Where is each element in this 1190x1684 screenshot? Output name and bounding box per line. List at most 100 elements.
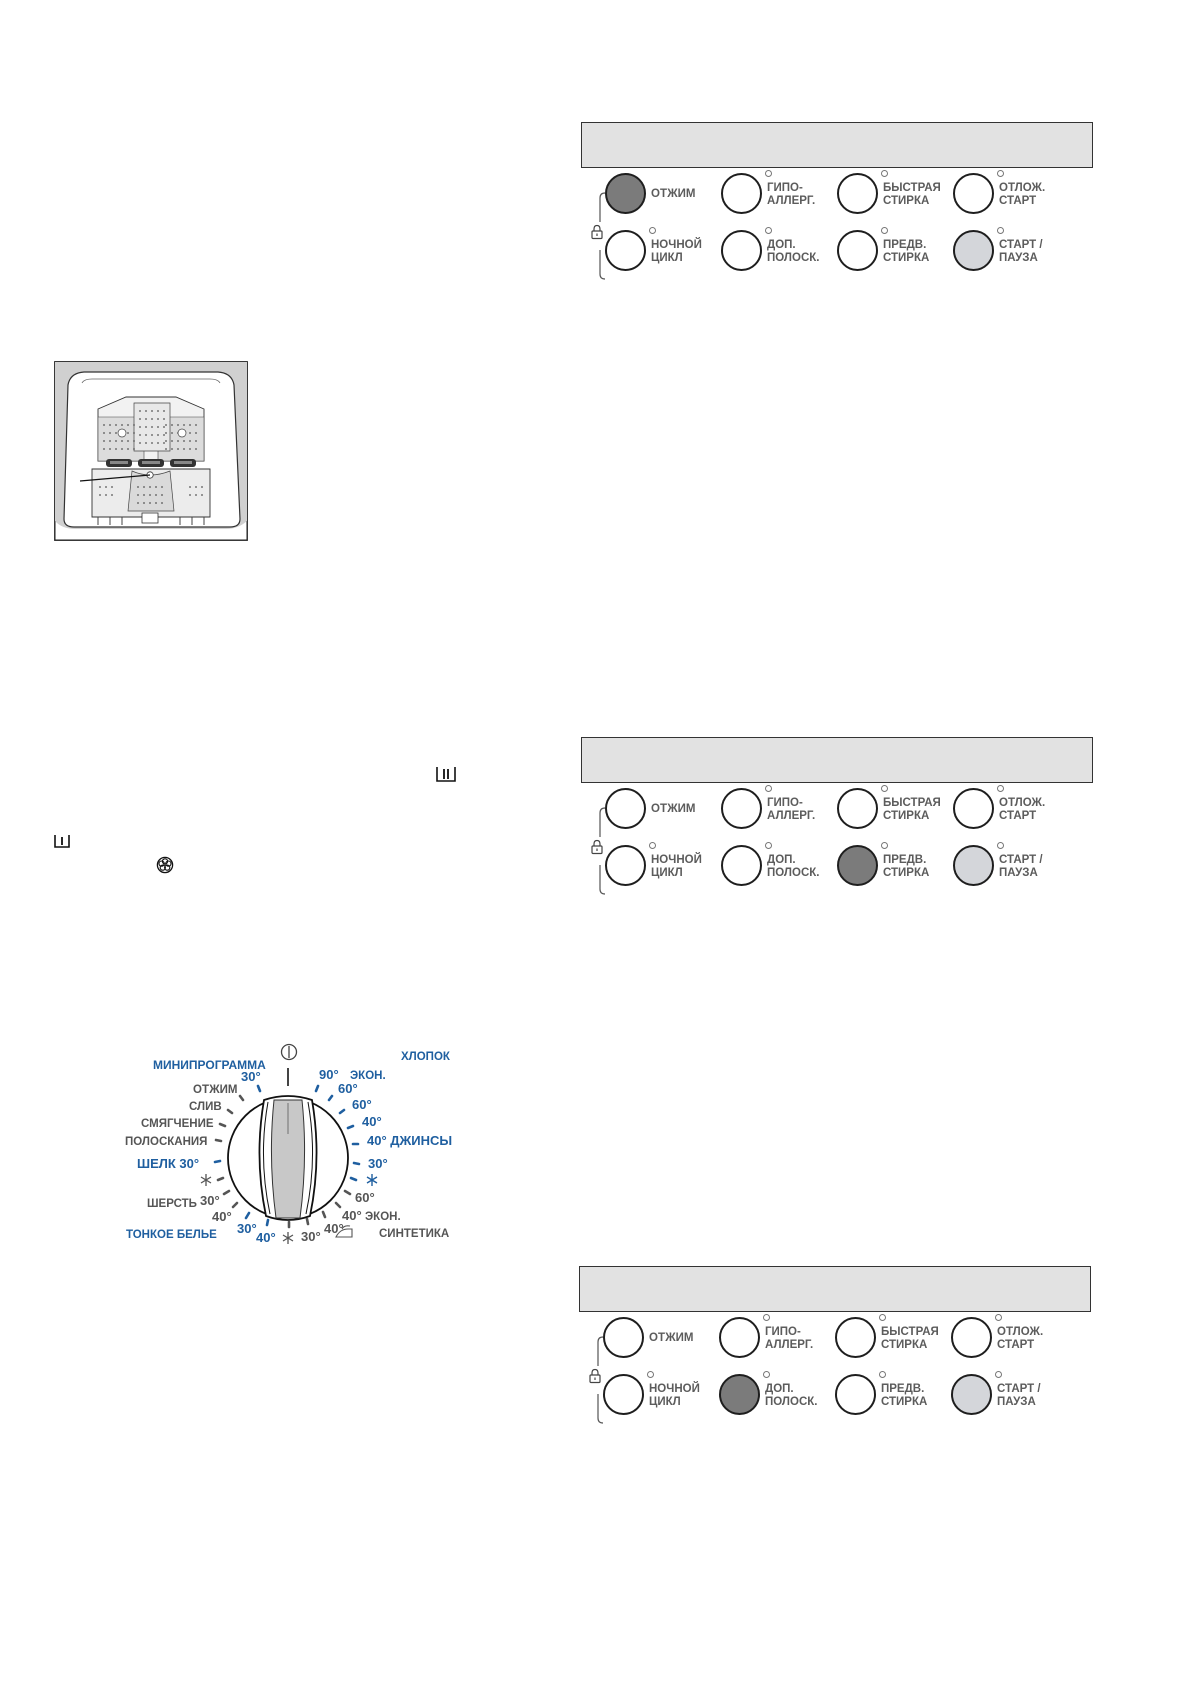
night-indicator-led bbox=[649, 842, 656, 849]
child-lock-icon bbox=[589, 1368, 601, 1384]
prewash-button[interactable] bbox=[835, 1374, 876, 1415]
rinse-indicator-led bbox=[765, 842, 772, 849]
prewash-label: ПРЕДВ. СТИРКА bbox=[883, 239, 930, 264]
prewash-label: ПРЕДВ. СТИРКА bbox=[881, 1383, 928, 1408]
start-button[interactable] bbox=[953, 230, 994, 271]
start-label: СТАРТ / ПАУЗА bbox=[999, 854, 1043, 879]
dial-label-cotton: ХЛОПОК bbox=[401, 1051, 451, 1063]
spin-button[interactable] bbox=[603, 1317, 644, 1358]
child-lock-bracket bbox=[599, 807, 606, 895]
delay-indicator-led bbox=[995, 1314, 1002, 1321]
dial-knob-grip bbox=[270, 1099, 306, 1219]
start-indicator-led bbox=[997, 227, 1004, 234]
dial-label-cotton-econ: ЭКОН. bbox=[350, 1070, 386, 1082]
dial-label-spin: ОТЖИМ bbox=[193, 1084, 238, 1096]
delay-button[interactable] bbox=[953, 788, 994, 829]
quick-button[interactable] bbox=[837, 173, 878, 214]
night-label: НОЧНОЙ ЦИКЛ bbox=[649, 1383, 700, 1408]
night-indicator-led bbox=[649, 227, 656, 234]
prewash-button[interactable] bbox=[837, 230, 878, 271]
quick-indicator-led bbox=[881, 785, 888, 792]
spin-button[interactable] bbox=[605, 173, 646, 214]
delay-indicator-led bbox=[997, 170, 1004, 177]
rinse-button[interactable] bbox=[721, 845, 762, 886]
dial-label-delicate-30: 30° bbox=[237, 1221, 257, 1236]
rinse-label: ДОП. ПОЛОСК. bbox=[767, 854, 820, 879]
hypo-indicator-led bbox=[765, 170, 772, 177]
dial-label-synthetic-60: 60° bbox=[355, 1190, 375, 1205]
start-indicator-led bbox=[995, 1371, 1002, 1378]
dial-label-jeans: 40° ДЖИНСЫ bbox=[367, 1133, 452, 1148]
hypo-indicator-led bbox=[765, 785, 772, 792]
dial-label-delicate-40: 40° bbox=[256, 1230, 276, 1245]
program-dial: МИНИПРОГРАММА 30° ШЕЛК 30° ТОНКОЕ БЕЛЬЕ … bbox=[118, 1040, 468, 1270]
start-button[interactable] bbox=[953, 845, 994, 886]
hypo-label: ГИПО- АЛЛЕРГ. bbox=[765, 1326, 814, 1351]
hypo-button[interactable] bbox=[721, 788, 762, 829]
cold-wash-icon bbox=[282, 1232, 294, 1244]
dial-label-cotton-90: 90° bbox=[319, 1067, 339, 1082]
quick-indicator-led bbox=[879, 1314, 886, 1321]
delay-button[interactable] bbox=[951, 1317, 992, 1358]
child-lock-icon bbox=[591, 839, 603, 855]
quick-indicator-led bbox=[881, 170, 888, 177]
cold-wash-icon bbox=[366, 1174, 378, 1186]
delay-label: ОТЛОЖ. СТАРТ bbox=[999, 182, 1046, 207]
prewash-indicator-led bbox=[879, 1371, 886, 1378]
dial-label-synthetic-econ: ЭКОН. bbox=[365, 1211, 401, 1223]
dial-label-delicate: ТОНКОЕ БЕЛЬЕ bbox=[126, 1229, 217, 1241]
dial-label-wool-30: 30° bbox=[200, 1193, 220, 1208]
night-label: НОЧНОЙ ЦИКЛ bbox=[651, 239, 702, 264]
prewash-indicator-led bbox=[881, 842, 888, 849]
dial-label-wool-40: 40° bbox=[212, 1209, 232, 1224]
dial-label-silk: ШЕЛК 30° bbox=[137, 1156, 199, 1171]
hypo-label: ГИПО- АЛЛЕРГ. bbox=[767, 182, 816, 207]
display-window bbox=[581, 737, 1093, 783]
rinse-label: ДОП. ПОЛОСК. bbox=[767, 239, 820, 264]
dial-label-synthetics: СИНТЕТИКА bbox=[379, 1228, 449, 1240]
iron-icon bbox=[335, 1225, 353, 1238]
night-button[interactable] bbox=[603, 1374, 644, 1415]
quick-button[interactable] bbox=[835, 1317, 876, 1358]
prewash-button[interactable] bbox=[837, 845, 878, 886]
dial-label-mini-30: 30° bbox=[241, 1069, 261, 1084]
night-button[interactable] bbox=[605, 845, 646, 886]
delay-button[interactable] bbox=[953, 173, 994, 214]
spin-button[interactable] bbox=[605, 788, 646, 829]
prewash-indicator-led bbox=[881, 227, 888, 234]
dial-label-miniprogram: МИНИПРОГРАММА bbox=[153, 1058, 266, 1072]
dial-label-drain: СЛИВ bbox=[189, 1101, 222, 1113]
dial-label-cotton-60b: 60° bbox=[352, 1097, 372, 1112]
rinse-label: ДОП. ПОЛОСК. bbox=[765, 1383, 818, 1408]
hypo-indicator-led bbox=[763, 1314, 770, 1321]
dial-label-synthetic-40a: 40° bbox=[324, 1221, 344, 1236]
prewash-label: ПРЕДВ. СТИРКА bbox=[883, 854, 930, 879]
hypo-button[interactable] bbox=[719, 1317, 760, 1358]
off-symbol bbox=[280, 1043, 298, 1061]
compartment-2-icon bbox=[436, 766, 456, 787]
control-panel-1: ОТЖИМ ГИПО- АЛЛЕРГ. БЫСТРАЯ СТИРКА ОТЛОЖ. С… bbox=[581, 122, 1095, 382]
night-indicator-led bbox=[647, 1371, 654, 1378]
display-window bbox=[581, 122, 1093, 168]
hypo-label: ГИПО- АЛЛЕРГ. bbox=[767, 797, 816, 822]
start-label: СТАРТ / ПАУЗА bbox=[999, 239, 1043, 264]
rinse-indicator-led bbox=[765, 227, 772, 234]
hypo-button[interactable] bbox=[721, 173, 762, 214]
night-button[interactable] bbox=[605, 230, 646, 271]
rinse-button[interactable] bbox=[721, 230, 762, 271]
child-lock-bracket bbox=[599, 192, 606, 280]
dial-label-cotton-60a: 60° bbox=[338, 1081, 358, 1096]
dial-label-rinses: ПОЛОСКАНИЯ bbox=[125, 1136, 207, 1148]
start-label: СТАРТ / ПАУЗА bbox=[997, 1383, 1041, 1408]
dial-label-cotton-30: 30° bbox=[368, 1156, 388, 1171]
start-button[interactable] bbox=[951, 1374, 992, 1415]
compartment-1-icon bbox=[54, 834, 70, 853]
quick-label: БЫСТРАЯ СТИРКА bbox=[883, 182, 941, 207]
dial-label-softening: СМЯГЧЕНИЕ bbox=[141, 1118, 214, 1130]
spin-label: ОТЖИМ bbox=[651, 188, 696, 200]
rinse-button[interactable] bbox=[719, 1374, 760, 1415]
quick-label: БЫСТРАЯ СТИРКА bbox=[881, 1326, 939, 1351]
dial-label-synthetic-40b: 40° bbox=[342, 1208, 362, 1223]
quick-button[interactable] bbox=[837, 788, 878, 829]
